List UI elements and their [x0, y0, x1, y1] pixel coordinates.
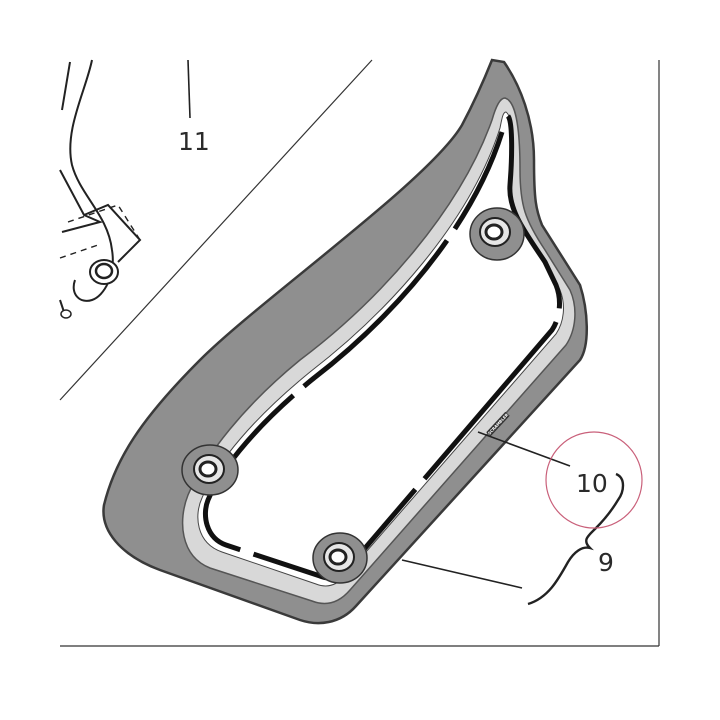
- grommet-left: [181, 444, 239, 496]
- mounting-bracket: [59, 59, 142, 319]
- bracket-bolt: [60, 259, 119, 319]
- callout-label-10: 10: [576, 469, 608, 498]
- leader-line-11: [187, 59, 191, 119]
- callout-label-9: 9: [598, 548, 614, 577]
- assembly-brace-9: [527, 472, 625, 606]
- grommet-bottom: [312, 532, 368, 584]
- cover-gasket-seal: [202, 114, 562, 581]
- highlight-circle-10: [545, 431, 643, 529]
- leader-line-9: [401, 559, 523, 589]
- leader-line-10: [477, 431, 571, 467]
- bracket-dashed-outline: [59, 204, 141, 259]
- section-diagonal-line: [59, 59, 373, 401]
- callout-label-11: 11: [178, 127, 210, 156]
- grommet-top: [469, 207, 525, 261]
